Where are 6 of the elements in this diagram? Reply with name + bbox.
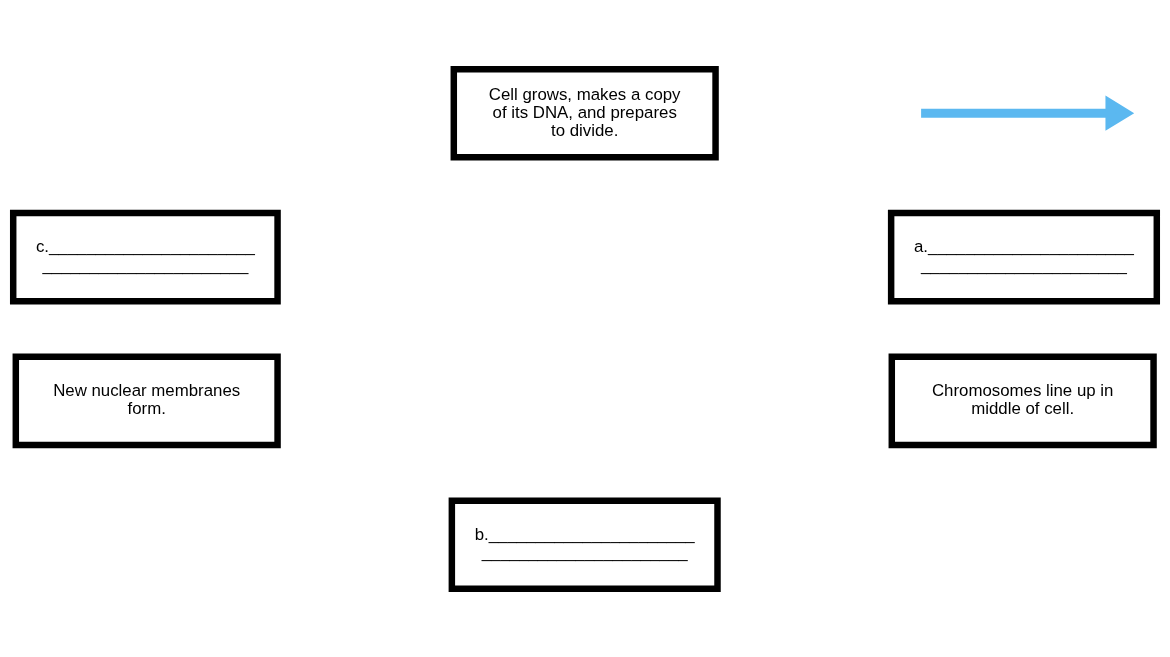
- node-box: b.______________________ ______________________: [448, 496, 721, 592]
- node-box: New nuclear membranes form.: [12, 353, 281, 448]
- node-box: Cell grows, makes a copy of its DNA, and prepares to divide.: [450, 65, 719, 161]
- node-box: Chromosomes line up in middle of cell.: [888, 353, 1157, 448]
- node-box: a.______________________ ______________________: [887, 209, 1161, 304]
- node-box: c.______________________ ______________________: [9, 209, 281, 304]
